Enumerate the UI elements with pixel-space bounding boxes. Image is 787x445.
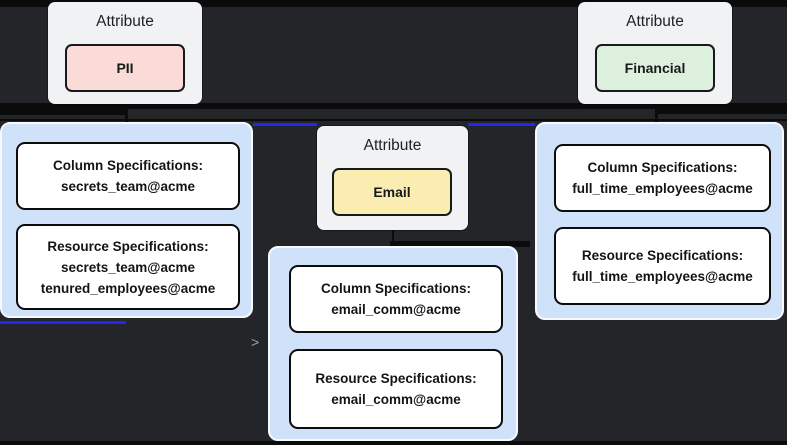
- resource-spec-node-pii[interactable]: Resource Specifications: secrets_team@ac…: [16, 224, 240, 310]
- column-spec-node-financial[interactable]: Column Specifications: full_time_employe…: [554, 144, 771, 212]
- edge-band-left-blob: [0, 104, 128, 115]
- column-spec-node-email[interactable]: Column Specifications: email_comm@acme: [289, 265, 503, 333]
- resource-spec-node-financial[interactable]: Resource Specifications: full_time_emplo…: [554, 227, 771, 305]
- connector-email: [392, 229, 394, 247]
- blue-edge-left-segment: [253, 123, 317, 126]
- edge-arrow-icon: >: [251, 334, 260, 350]
- spec-group-pii[interactable]: Column Specifications: secrets_team@acme…: [0, 122, 253, 318]
- spec-title: Column Specifications:: [587, 160, 738, 175]
- spec-value: secrets_team@acme: [60, 179, 195, 194]
- attribute-node-financial[interactable]: Attribute Financial: [578, 2, 732, 104]
- spec-value: full_time_employees@acme: [572, 269, 753, 284]
- attribute-node-pii[interactable]: Attribute PII: [48, 2, 202, 104]
- spec-group-financial[interactable]: Column Specifications: full_time_employe…: [535, 122, 784, 320]
- spec-value: tenured_employees@acme: [40, 280, 216, 296]
- connector-financial: [655, 103, 658, 123]
- spec-title: Resource Specifications:: [581, 248, 744, 263]
- edge-band-under-cards: [0, 103, 787, 109]
- spec-value: email_comm@acme: [331, 302, 461, 317]
- attribute-badge-financial: Financial: [595, 44, 715, 92]
- attribute-badge-email: Email: [332, 168, 452, 216]
- blue-edge-right-segment: [468, 123, 535, 126]
- attribute-node-title: Attribute: [626, 13, 684, 30]
- attribute-node-title: Attribute: [96, 13, 154, 30]
- edge-band-right-blob: [656, 104, 787, 114]
- spec-value: full_time_employees@acme: [572, 181, 753, 196]
- spec-title: Column Specifications:: [52, 158, 204, 173]
- spec-group-email[interactable]: Column Specifications: email_comm@acme R…: [268, 246, 518, 441]
- edge-band-top: [0, 0, 787, 7]
- spec-title: Resource Specifications:: [47, 238, 209, 254]
- attribute-node-title: Attribute: [363, 137, 422, 154]
- resource-spec-node-email[interactable]: Resource Specifications: email_comm@acme: [289, 349, 503, 429]
- attribute-node-email[interactable]: Attribute Email: [317, 126, 468, 230]
- blue-edge-bottom-left: [0, 321, 126, 324]
- spec-title: Column Specifications:: [320, 281, 472, 296]
- spec-value: secrets_team@acme: [60, 259, 195, 275]
- connector-pii: [125, 103, 128, 123]
- attribute-badge-pii: PII: [65, 44, 185, 92]
- edge-band-under-email: [390, 241, 530, 247]
- spec-value: email_comm@acme: [331, 392, 461, 407]
- spec-title: Resource Specifications:: [315, 371, 477, 386]
- edge-line-mid: [0, 119, 787, 121]
- column-spec-node-pii[interactable]: Column Specifications: secrets_team@acme: [16, 142, 240, 210]
- edge-band-bottom: [0, 441, 787, 445]
